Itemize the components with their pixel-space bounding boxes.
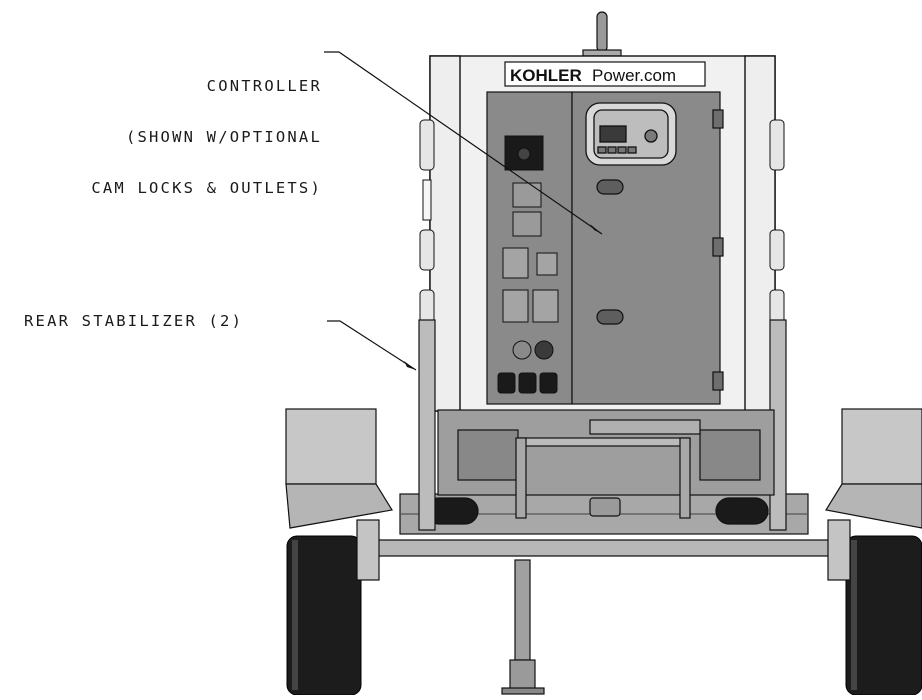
left-tire: [286, 535, 362, 696]
brand-suffix: Power.com: [592, 66, 676, 85]
controller-callout-line-2: (SHOWN W/OPTIONAL: [125, 128, 322, 146]
left-fender: [285, 408, 393, 529]
right-tail-light: [715, 497, 769, 525]
right-tire: [845, 535, 922, 696]
controller-callout-line-1: CONTROLLER: [206, 77, 322, 95]
trailer-frame: [356, 519, 851, 581]
jack-stand: [501, 559, 545, 695]
brand-plate: [504, 61, 706, 87]
stabilizer-leader-line: [327, 320, 417, 371]
brand-name: KOHLER: [510, 66, 582, 85]
controller-callout: CONTROLLER (SHOWN W/OPTIONAL CAM LOCKS &…: [91, 44, 322, 231]
rear-stabilizer-callout: REAR STABILIZER (2): [24, 312, 244, 330]
left-rear-stabilizer: [418, 319, 436, 531]
lifting-eye: [582, 11, 622, 57]
right-fender: [825, 408, 922, 529]
controller-callout-line-3: CAM LOCKS & OUTLETS): [91, 179, 322, 197]
rear-bumper: [399, 493, 809, 535]
controller-display: [585, 102, 677, 166]
base-housing: [437, 409, 775, 519]
controller-leader-line: [324, 51, 603, 235]
outlets: [497, 135, 559, 394]
